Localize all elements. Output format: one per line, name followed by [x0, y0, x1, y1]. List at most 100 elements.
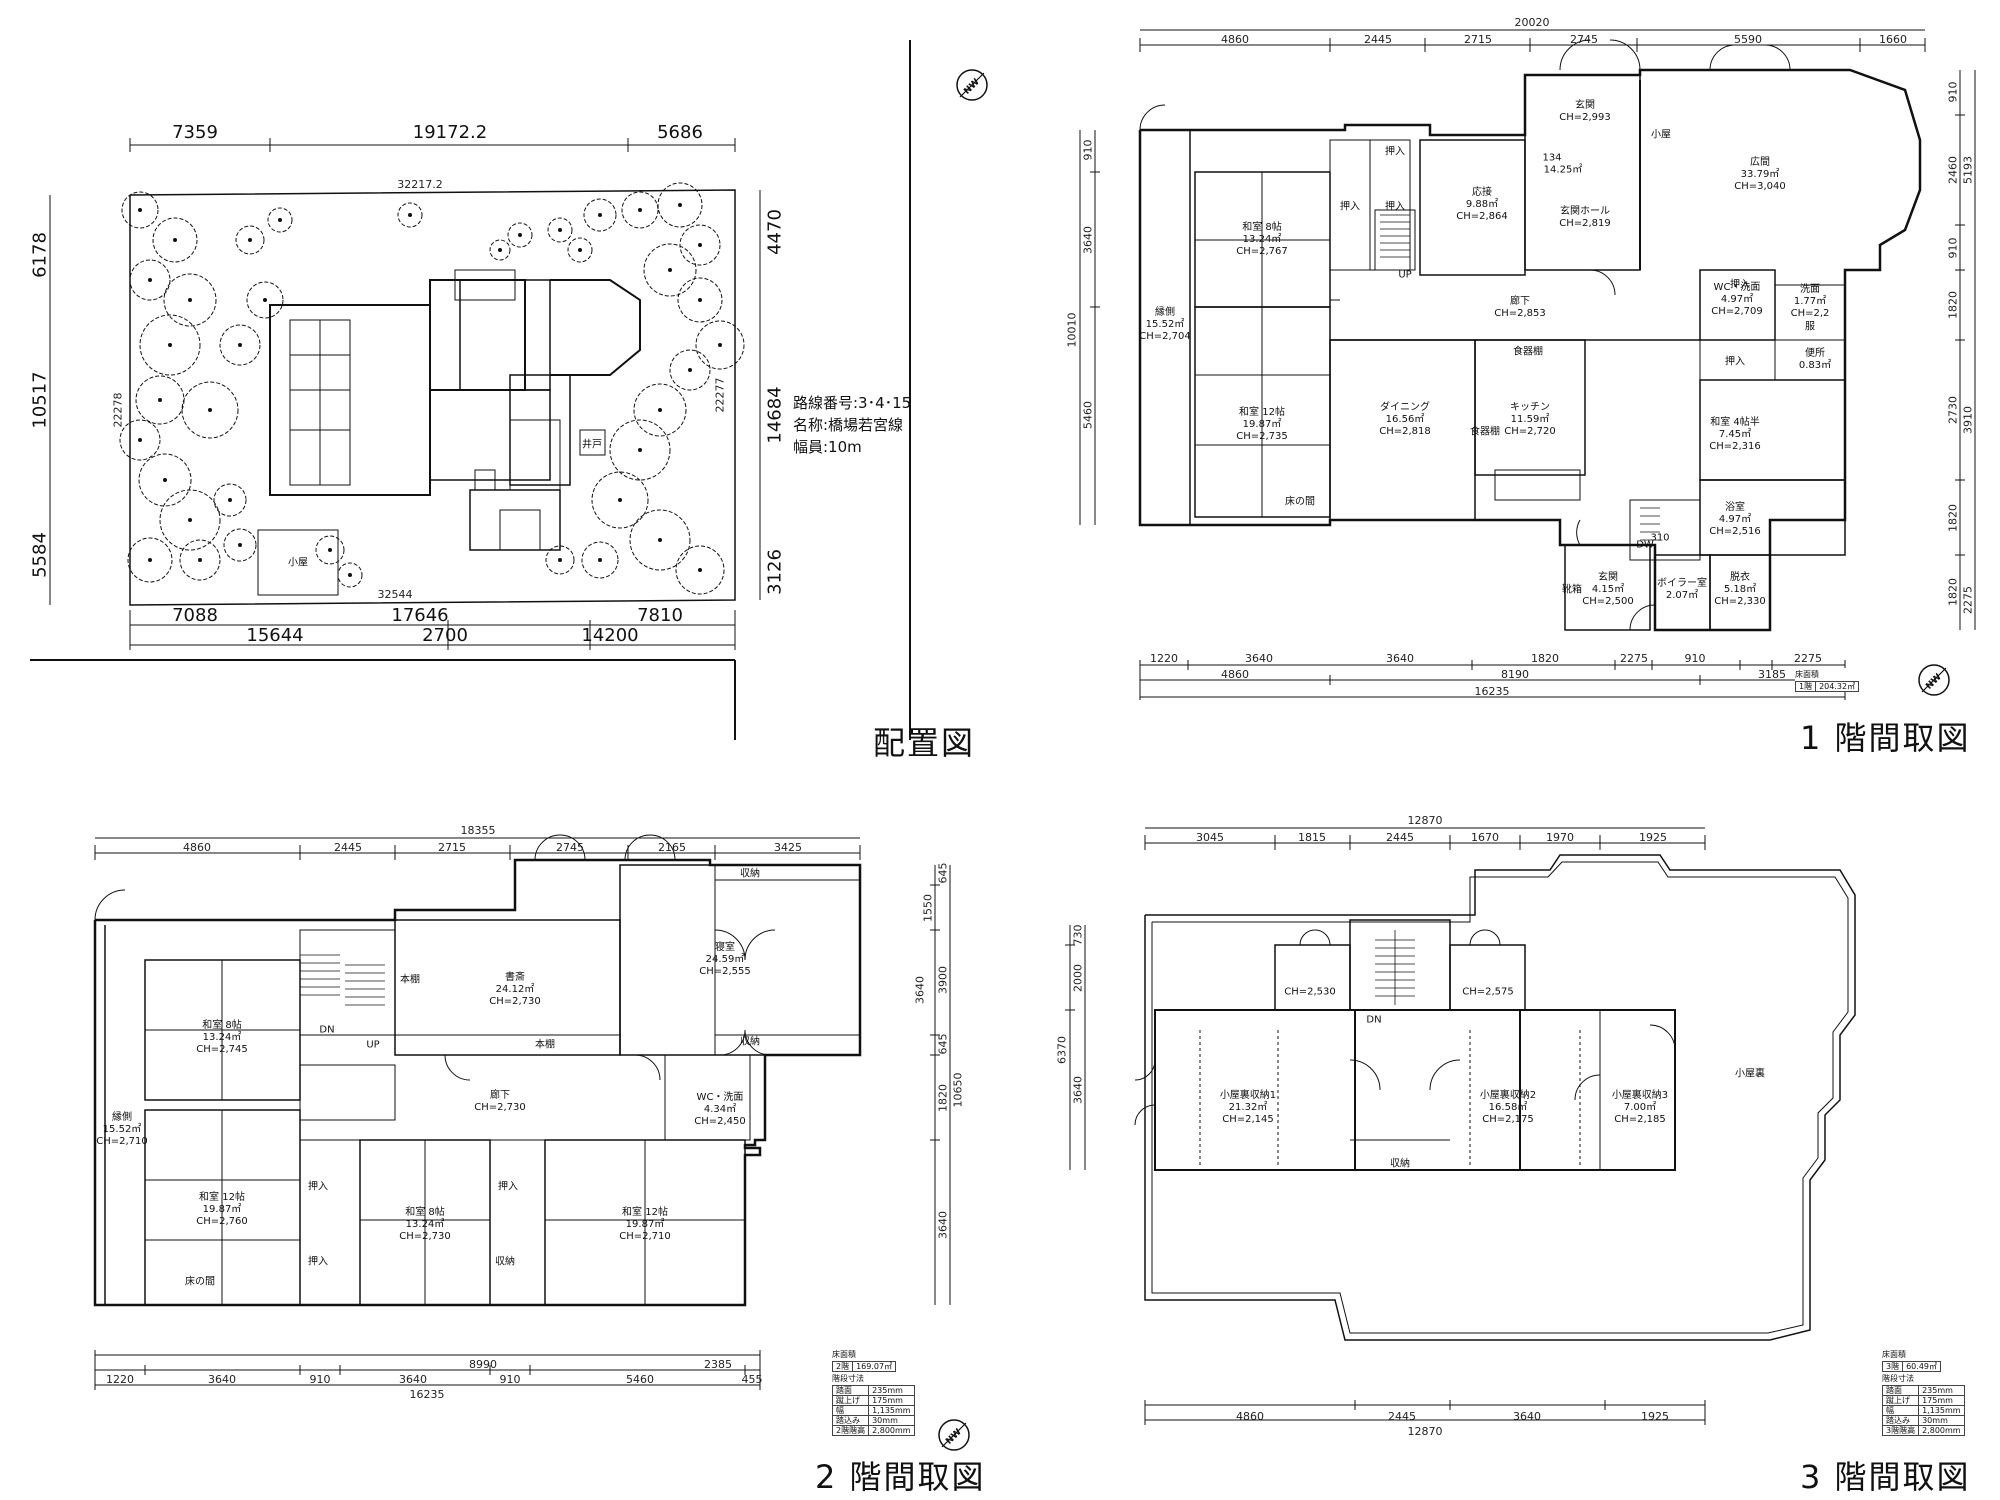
site-top-dim-3: 5686: [657, 122, 703, 143]
tree-icon: [507, 222, 533, 248]
f3-dn-label: DN: [1366, 1014, 1382, 1026]
site-trees: [119, 182, 745, 595]
f2-shuno-3: 収納: [495, 1256, 515, 1268]
tree-center-icon: [188, 298, 192, 302]
tree-center-icon: [208, 408, 212, 412]
f2-shuno-1: 収納: [740, 868, 760, 880]
f3-stair-val: 235mm: [1918, 1385, 1965, 1396]
f2-hondana-1: 本棚: [400, 974, 420, 986]
site-top-dim-2: 19172.2: [412, 122, 488, 143]
tree-center-icon: [348, 573, 352, 577]
f2-top-dim-5: 2165: [658, 841, 686, 854]
f3-bottom-dim-2: 2445: [1388, 1410, 1416, 1423]
f2-legend-title1: 床面積: [832, 1350, 856, 1359]
tree-icon: [583, 198, 617, 232]
f1-fuku-label: 服: [1805, 321, 1815, 333]
site-bottom-dim-2c: 14200: [581, 625, 639, 646]
tree-center-icon: [148, 558, 152, 562]
tree-center-icon: [148, 278, 152, 282]
f2-bottom-mid-1: 8990: [469, 1358, 497, 1371]
f3-left-dim-1: 730: [1071, 924, 1085, 946]
tree-icon: [267, 207, 293, 233]
tree-center-icon: [328, 548, 332, 552]
f1-right-dim-1: 910: [1946, 81, 1960, 103]
f1-tokonoma: 床の間: [1285, 496, 1315, 508]
well-label: 井戸: [582, 439, 602, 451]
tree-center-icon: [718, 343, 722, 347]
f3-top-dim-5: 1970: [1546, 831, 1574, 844]
f3-stair-val: 2,800mm: [1918, 1425, 1965, 1436]
f2-oshiire-1: 押入: [308, 1181, 328, 1193]
tree-center-icon: [163, 478, 167, 482]
f2-bottom-dim-5: 910: [499, 1373, 521, 1386]
f1-floor-area-legend: 床面積 1階 204.32㎡: [1794, 668, 1860, 692]
f3-top-dim-6: 1925: [1639, 831, 1667, 844]
f3-legend-title1: 床面積: [1882, 1350, 1906, 1359]
tree-icon: [159, 489, 221, 551]
f1-right-dim-6: 1820: [1946, 291, 1960, 319]
f3-stair-key: 幅: [1881, 1405, 1920, 1416]
f2-bottom-dim-4: 3640: [399, 1373, 427, 1386]
f2-top-dim-3: 2715: [438, 841, 466, 854]
north-arrow-icon: NW: [955, 68, 989, 102]
f1-legend-area: 204.32㎡: [1815, 681, 1860, 692]
f3-left-dim-2: 2000: [1071, 964, 1085, 992]
site-plan-panel: 7359 19172.2 5686 32217.2 32544 7088 176…: [0, 0, 988, 762]
f1-bottom-dim-7: 2275: [1794, 652, 1822, 665]
f3-legend-floor: 3階: [1881, 1361, 1904, 1372]
f1-oshiire-5: 押入: [1730, 279, 1750, 291]
f3-legend-area: 60.49㎡: [1902, 1361, 1941, 1372]
site-right-dim-2: 14684: [764, 386, 786, 444]
site-bottom-dim-1c: 7810: [637, 605, 683, 626]
f1-oshiire-3: 押入: [1385, 146, 1405, 158]
f2-top-dim-6: 3425: [774, 841, 802, 854]
f2-right-total: 10650: [951, 1072, 965, 1108]
f2-tokonoma: 床の間: [185, 1276, 215, 1288]
f1-bottom-total: 16235: [1474, 685, 1510, 698]
tree-center-icon: [638, 448, 642, 452]
tree-center-icon: [578, 248, 582, 252]
f1-top-dim-3: 2715: [1464, 33, 1492, 46]
site-top-inner-dim: 32217.2: [397, 178, 443, 191]
site-bottom-dim-1b: 17646: [391, 605, 449, 626]
f2-stair-key: 踏込み: [831, 1415, 870, 1426]
f2-bottom-dim-3: 910: [309, 1373, 331, 1386]
f3-top-total: 12870: [1407, 814, 1443, 827]
floor1-panel: 20020 4860 2445 2715 2745 5590 1660 1220…: [1000, 0, 2000, 760]
f1-right-dim-12: 2275: [1961, 586, 1975, 614]
tree-center-icon: [238, 543, 242, 547]
f1-left-dim-2: 3640: [1081, 226, 1095, 254]
tree-icon: [489, 239, 511, 261]
tree-center-icon: [248, 238, 252, 242]
site-left-dim-3: 5584: [29, 532, 51, 578]
tree-icon: [235, 225, 265, 255]
road-number: 路線番号:3･4･15: [793, 394, 912, 412]
floor1-drawing: [1079, 29, 1976, 700]
tree-icon: [397, 202, 423, 228]
tree-center-icon: [658, 538, 662, 542]
site-right-dim-1: 4470: [764, 209, 786, 255]
f1-right-dim-5: 910: [1946, 237, 1960, 259]
tree-icon: [695, 320, 745, 370]
f3-stair-val: 1,135mm: [1918, 1405, 1965, 1416]
f3-top-dim-2: 1815: [1298, 831, 1326, 844]
tree-icon: [679, 224, 721, 266]
f1-n310: 310: [1650, 532, 1670, 544]
tree-center-icon: [598, 558, 602, 562]
f3-top-dim-1: 3045: [1196, 831, 1224, 844]
f3-stair-key: 踏込み: [1881, 1415, 1920, 1426]
tree-icon: [581, 541, 619, 579]
tree-center-icon: [263, 298, 267, 302]
f2-right-dim-1: 645: [936, 862, 950, 884]
shed-label: 小屋: [288, 557, 308, 569]
